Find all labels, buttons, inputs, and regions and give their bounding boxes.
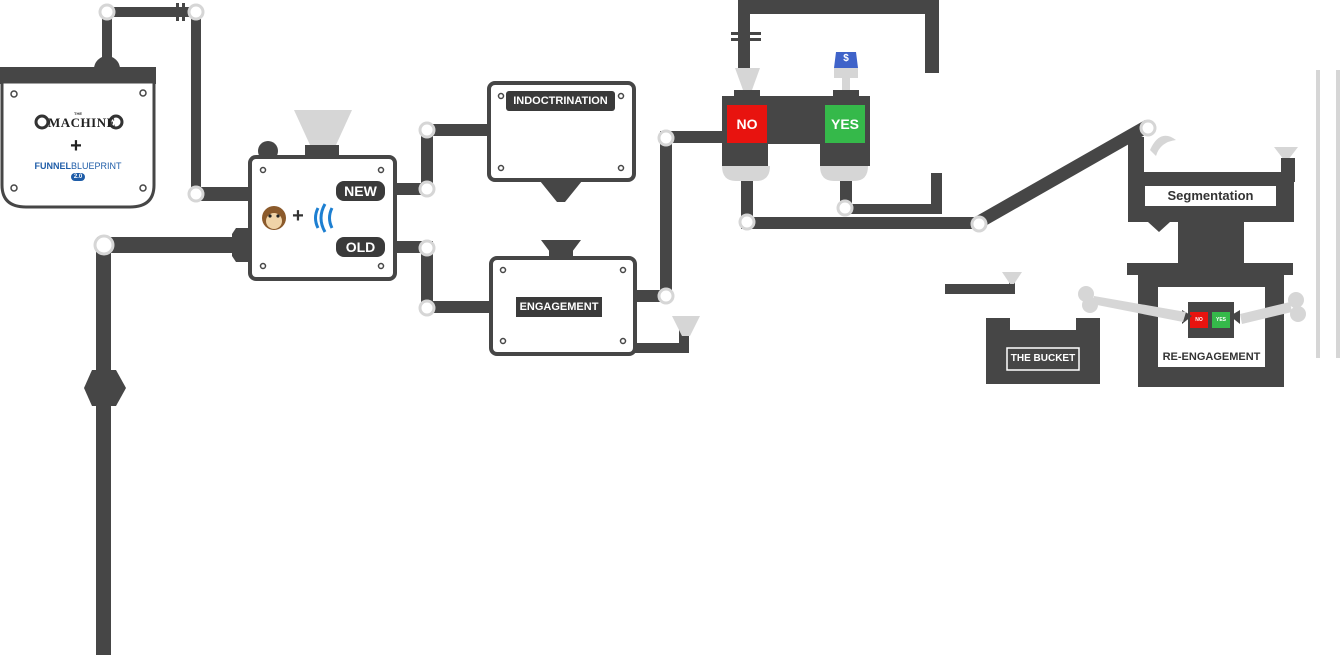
logo-tank bbox=[0, 56, 156, 209]
logo-funnel-text: FUNNEL bbox=[34, 161, 71, 171]
dollar-badge-icon bbox=[834, 52, 858, 90]
re-engagement-label: RE-ENGAGEMENT bbox=[1162, 351, 1261, 363]
funnel-blueprint-logo: FUNNELBLUEPRINT 2.0 bbox=[28, 161, 128, 181]
gear-icon bbox=[34, 114, 50, 130]
logo-machine-text: MACHINE bbox=[48, 115, 116, 130]
logo-plus: + bbox=[70, 135, 82, 157]
small-yes-indicator: YES bbox=[1215, 317, 1226, 323]
old-subscribers-label: OLD bbox=[336, 237, 385, 257]
segmentation-machine bbox=[1078, 70, 1340, 387]
engagement-label: ENGAGEMENT bbox=[516, 297, 602, 317]
logo-the-text: THE bbox=[74, 111, 82, 116]
segmentation-label: Segmentation bbox=[1167, 188, 1254, 203]
the-bucket-label: THE BUCKET bbox=[1010, 353, 1076, 364]
logo-version-badge: 2.0 bbox=[70, 173, 86, 181]
funnels bbox=[294, 68, 1298, 336]
mailchimp-monkey-icon bbox=[262, 206, 286, 230]
bucket-container bbox=[986, 318, 1100, 384]
dollar-sign: $ bbox=[843, 53, 849, 64]
logo-blueprint-text: BLUEPRINT bbox=[70, 161, 122, 171]
list-plus: + bbox=[292, 205, 304, 227]
no-decision-button: NO bbox=[727, 105, 767, 143]
gear-icon bbox=[108, 114, 124, 130]
pipe-joints bbox=[93, 3, 1157, 317]
small-no-indicator: NO bbox=[1195, 317, 1203, 323]
pipes bbox=[84, 0, 1152, 655]
bone-icon bbox=[1240, 292, 1306, 324]
aweber-signal-icon bbox=[314, 203, 334, 233]
yes-decision-button: YES bbox=[825, 105, 865, 143]
bone-icon bbox=[1078, 286, 1186, 322]
list-machine bbox=[248, 141, 397, 281]
indoctrination-label: INDOCTRINATION bbox=[506, 91, 615, 111]
new-subscribers-label: NEW bbox=[336, 181, 385, 201]
